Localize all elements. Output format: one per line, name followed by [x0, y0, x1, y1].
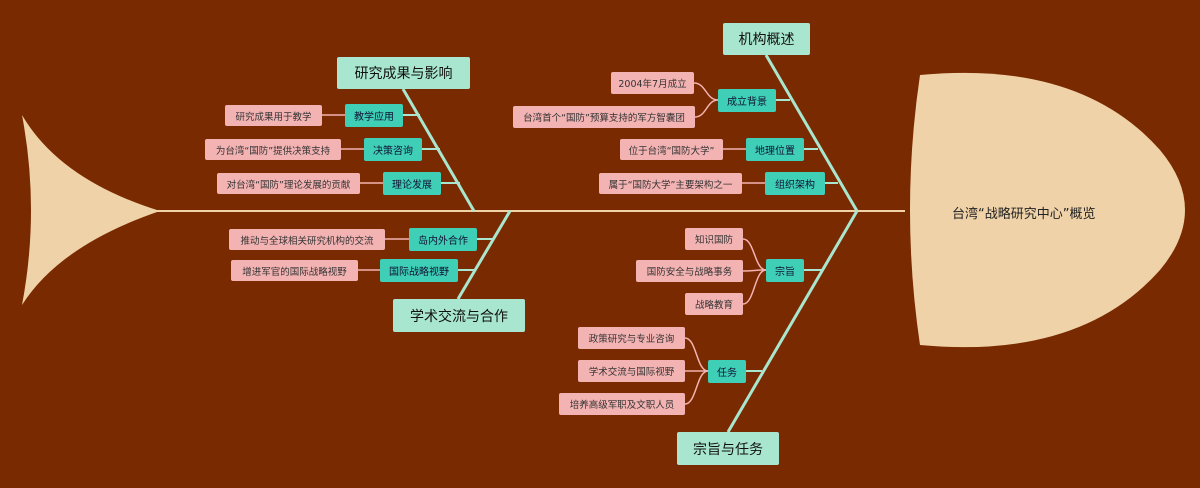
- leaf-security-affairs[interactable]: 国防安全与战略事务: [636, 260, 743, 282]
- link-leaf-training: [684, 370, 709, 405]
- fish-tail: [22, 115, 160, 305]
- sub-location[interactable]: 地理位置: [746, 138, 804, 161]
- branch-exchange[interactable]: 学术交流与合作: [393, 299, 525, 332]
- leaf-first-think-tank[interactable]: 台湾首个“国防”预算支持的军方智囊团: [513, 106, 695, 128]
- branch-research[interactable]: 研究成果与影响: [337, 57, 470, 89]
- link-leaf-first: [694, 99, 719, 118]
- fish-head: [910, 72, 1185, 348]
- link-leaf-education: [742, 269, 767, 305]
- sub-mission[interactable]: 任务: [708, 360, 746, 383]
- branch-purpose[interactable]: 宗旨与任务: [677, 432, 779, 465]
- leaf-location[interactable]: 位于台湾“国防大学”: [620, 139, 723, 160]
- leaf-academic-exchange[interactable]: 学术交流与国际视野: [578, 360, 685, 382]
- branch-overview[interactable]: 机构概述: [723, 23, 810, 55]
- bone-purpose: [726, 210, 859, 433]
- sub-tenet[interactable]: 宗旨: [766, 259, 804, 282]
- sub-decision[interactable]: 决策咨询: [364, 138, 422, 161]
- link-leaf-policy: [684, 337, 709, 372]
- bone-overview: [764, 54, 859, 212]
- leaf-teaching[interactable]: 研究成果用于教学: [225, 105, 322, 126]
- diagram-title[interactable]: 台湾“战略研究中心”概览: [952, 207, 1096, 222]
- link-leaf-founded: [693, 82, 719, 101]
- leaf-strategic-education[interactable]: 战略教育: [685, 293, 743, 315]
- leaf-organization[interactable]: 属于“国防大学”主要架构之一: [599, 173, 742, 194]
- link-leaf-knowledge: [742, 238, 767, 271]
- sub-teaching[interactable]: 教学应用: [345, 104, 403, 127]
- sub-theory[interactable]: 理论发展: [383, 172, 441, 195]
- leaf-intl-vision[interactable]: 增进军官的国际战略视野: [231, 260, 358, 281]
- leaf-theory[interactable]: 对台湾“国防”理论发展的贡献: [217, 173, 360, 194]
- leaf-cooperation[interactable]: 推动与全球相关研究机构的交流: [229, 229, 385, 250]
- leaf-training-personnel[interactable]: 培养高级军职及文职人员: [559, 393, 685, 415]
- sub-organization[interactable]: 组织架构: [765, 172, 825, 195]
- leaf-knowledge-defense[interactable]: 知识国防: [685, 228, 743, 250]
- sub-cooperation[interactable]: 岛内外合作: [409, 228, 477, 251]
- sub-intl-vision[interactable]: 国际战略视野: [380, 259, 458, 282]
- leaf-decision[interactable]: 为台湾“国防”提供决策支持: [205, 139, 341, 160]
- leaf-policy-research[interactable]: 政策研究与专业咨询: [578, 327, 685, 349]
- leaf-founded-2004[interactable]: 2004年7月成立: [611, 72, 694, 94]
- sub-founding-background[interactable]: 成立背景: [718, 89, 776, 112]
- bone-exchange: [456, 210, 512, 300]
